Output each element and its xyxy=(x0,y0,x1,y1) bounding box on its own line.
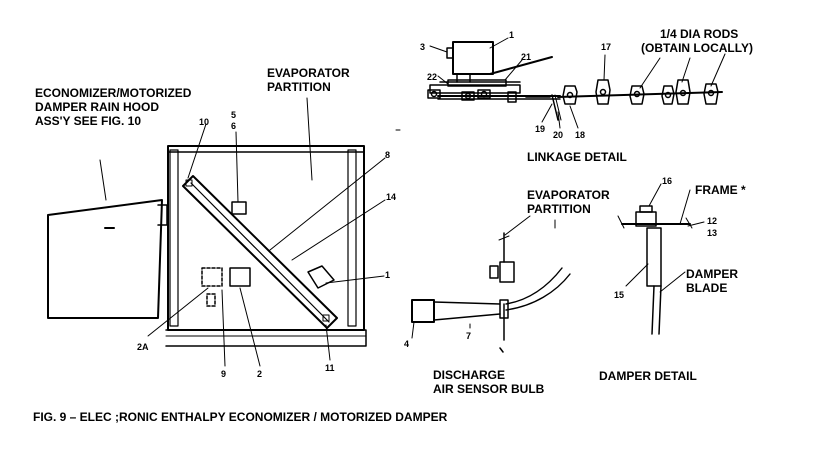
callout-8: 8 xyxy=(385,150,391,160)
callout-1-main: 1 xyxy=(385,270,391,280)
callout-1-actuator: 1 xyxy=(509,30,515,40)
callout-6: 6 xyxy=(231,121,237,131)
rods-label-line1: 1/4 DIA RODS xyxy=(660,27,739,41)
callout-14: 14 xyxy=(386,192,397,202)
economizer-label-line1: ECONOMIZER/MOTORIZED xyxy=(35,86,192,100)
linkage-detail-drawing xyxy=(427,37,726,129)
callout-22: 22 xyxy=(427,72,438,82)
economizer-drawing xyxy=(47,97,401,367)
damper-detail-drawing xyxy=(617,183,705,335)
callout-11: 11 xyxy=(325,363,335,373)
actuator-motor xyxy=(452,41,494,75)
callout-21: 21 xyxy=(521,52,532,62)
callout-13: 13 xyxy=(707,228,718,238)
callout-4: 4 xyxy=(404,339,410,349)
callout-7: 7 xyxy=(466,331,472,341)
callout-20: 20 xyxy=(553,130,564,140)
frame-label: FRAME * xyxy=(695,183,746,197)
callout-17: 17 xyxy=(601,42,612,52)
callout-15: 15 xyxy=(614,290,625,300)
damper-blade-label-line1: DAMPER xyxy=(686,267,739,281)
damper-blade-diagonal xyxy=(182,175,338,329)
evaporator-partition-2-line2: PARTITION xyxy=(527,202,591,216)
callout-12: 12 xyxy=(707,216,718,226)
economizer-label-line2: DAMPER RAIN HOOD xyxy=(35,100,160,114)
economizer-label-line3: ASS'Y SEE FIG. 10 xyxy=(35,114,142,128)
evaporator-partition-label-line1: EVAPORATOR xyxy=(267,66,350,80)
linkage-detail-title: LINKAGE DETAIL xyxy=(527,150,627,164)
callout-10: 10 xyxy=(199,117,210,127)
callout-5: 5 xyxy=(231,110,237,120)
callout-16: 16 xyxy=(662,176,673,186)
rain-hood xyxy=(47,199,163,319)
callout-19: 19 xyxy=(535,124,546,134)
callout-9: 9 xyxy=(221,369,227,379)
damper-detail-title: DAMPER DETAIL xyxy=(599,369,697,383)
discharge-label-line1: DISCHARGE xyxy=(433,368,506,382)
sensor-bulb-drawing xyxy=(411,215,571,353)
callout-3: 3 xyxy=(420,42,426,52)
callout-18: 18 xyxy=(575,130,586,140)
callout-2: 2 xyxy=(257,369,263,379)
evaporator-partition-2-line1: EVAPORATOR xyxy=(527,188,610,202)
rods-label-line2: (OBTAIN LOCALLY) xyxy=(641,41,753,55)
damper-blade-label-line2: BLADE xyxy=(686,281,728,295)
evaporator-partition-label-line2: PARTITION xyxy=(267,80,331,94)
figure-caption: FIG. 9 – ELEC ;RONIC ENTHALPY ECONOMIZER… xyxy=(33,410,448,424)
callout-2A: 2A xyxy=(137,342,149,352)
discharge-label-line2: AIR SENSOR BULB xyxy=(433,382,545,396)
